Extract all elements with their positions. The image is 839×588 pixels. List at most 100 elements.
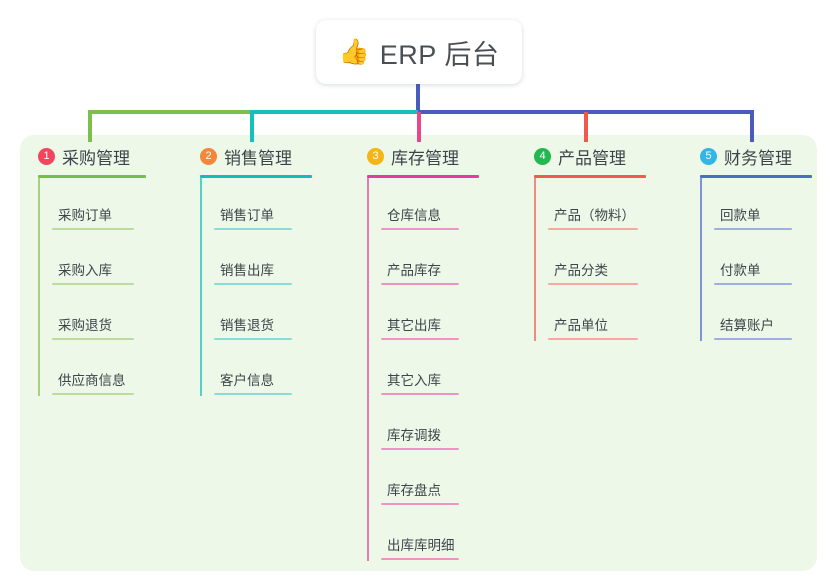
column-item-label: 采购订单 — [58, 208, 112, 223]
column-spine — [367, 178, 369, 561]
column-item[interactable]: 产品库存 — [367, 233, 479, 288]
column-badge-icon: 2 — [200, 147, 217, 165]
column-header-3[interactable]: 3 库存管理 — [367, 144, 479, 168]
column-item-label: 采购入库 — [58, 263, 112, 278]
column-item[interactable]: 产品分类 — [534, 233, 646, 288]
column-badge-icon: 3 — [367, 147, 384, 165]
column-items: 仓库信息产品库存其它出库其它入库库存调拨库存盘点出库库明细 — [367, 178, 479, 563]
column-item-label: 出库库明细 — [387, 538, 455, 553]
column-item-label: 产品（物料） — [554, 208, 635, 223]
column-item-label: 仓库信息 — [387, 208, 441, 223]
column-item-underline — [381, 228, 459, 230]
column-item-underline — [52, 393, 134, 395]
column-item[interactable]: 付款单 — [700, 233, 812, 288]
column-item[interactable]: 采购订单 — [38, 178, 146, 233]
column-1: 1 采购管理采购订单采购入库采购退货供应商信息 — [38, 144, 146, 398]
column-title: 财务管理 — [724, 148, 792, 168]
column-item[interactable]: 结算账户 — [700, 288, 812, 343]
root-node[interactable]: 👍 ERP 后台 — [316, 20, 522, 84]
column-item-underline — [52, 338, 134, 340]
column-item[interactable]: 产品（物料） — [534, 178, 646, 233]
column-items: 采购订单采购入库采购退货供应商信息 — [38, 178, 146, 398]
column-title: 销售管理 — [224, 148, 292, 168]
column-item-underline — [381, 393, 459, 395]
column-item-underline — [714, 228, 792, 230]
column-item-label: 其它出库 — [387, 318, 441, 333]
column-item[interactable]: 其它出库 — [367, 288, 479, 343]
column-item-underline — [714, 283, 792, 285]
root-node-title: ERP 后台 — [379, 39, 500, 70]
column-underline — [200, 175, 312, 178]
column-badge-icon: 1 — [38, 147, 55, 165]
column-item-label: 回款单 — [720, 208, 761, 223]
column-title: 采购管理 — [62, 148, 130, 168]
column-item[interactable]: 供应商信息 — [38, 343, 146, 398]
column-item[interactable]: 销售退货 — [200, 288, 312, 343]
column-item-underline — [52, 283, 134, 285]
column-underline — [38, 175, 146, 178]
column-item[interactable]: 采购退货 — [38, 288, 146, 343]
column-item[interactable]: 客户信息 — [200, 343, 312, 398]
column-item-underline — [381, 338, 459, 340]
column-item-label: 产品分类 — [554, 263, 608, 278]
column-item-label: 产品库存 — [387, 263, 441, 278]
column-underline — [367, 175, 479, 178]
column-item-underline — [714, 338, 792, 340]
column-item-label: 销售订单 — [220, 208, 274, 223]
column-item-label: 库存盘点 — [387, 483, 441, 498]
column-item[interactable]: 出库库明细 — [367, 508, 479, 563]
column-header-2[interactable]: 2 销售管理 — [200, 144, 312, 168]
column-items: 回款单付款单结算账户 — [700, 178, 812, 343]
column-item-underline — [214, 283, 292, 285]
column-item-underline — [214, 393, 292, 395]
column-title: 产品管理 — [558, 148, 626, 168]
column-item[interactable]: 仓库信息 — [367, 178, 479, 233]
column-item-label: 其它入库 — [387, 373, 441, 388]
column-item-label: 客户信息 — [220, 373, 274, 388]
column-spine — [200, 178, 202, 396]
column-item-underline — [52, 228, 134, 230]
column-item[interactable]: 销售出库 — [200, 233, 312, 288]
column-2: 2 销售管理销售订单销售出库销售退货客户信息 — [200, 144, 312, 398]
column-item[interactable]: 采购入库 — [38, 233, 146, 288]
column-items: 销售订单销售出库销售退货客户信息 — [200, 178, 312, 398]
column-item-label: 采购退货 — [58, 318, 112, 333]
column-item[interactable]: 销售订单 — [200, 178, 312, 233]
column-3: 3 库存管理仓库信息产品库存其它出库其它入库库存调拨库存盘点出库库明细 — [367, 144, 479, 563]
root-node-content: 👍 ERP 后台 — [339, 33, 500, 72]
column-item[interactable]: 库存调拨 — [367, 398, 479, 453]
columns-panel — [20, 135, 817, 571]
column-item-label: 供应商信息 — [58, 373, 126, 388]
column-title: 库存管理 — [391, 148, 459, 168]
column-item-underline — [548, 338, 638, 340]
column-item-label: 付款单 — [720, 263, 761, 278]
column-item-underline — [381, 448, 459, 450]
column-item-underline — [548, 283, 638, 285]
column-header-1[interactable]: 1 采购管理 — [38, 144, 146, 168]
column-item-underline — [381, 283, 459, 285]
column-badge-icon: 4 — [534, 147, 551, 165]
column-spine — [38, 178, 40, 396]
column-item-underline — [381, 503, 459, 505]
column-item[interactable]: 产品单位 — [534, 288, 646, 343]
column-items: 产品（物料） 产品分类产品单位 — [534, 178, 646, 343]
column-header-4[interactable]: 4 产品管理 — [534, 144, 646, 168]
column-item[interactable]: 其它入库 — [367, 343, 479, 398]
column-item[interactable]: 回款单 — [700, 178, 812, 233]
column-spine — [700, 178, 702, 341]
column-item-underline — [214, 338, 292, 340]
column-item-label: 销售出库 — [220, 263, 274, 278]
column-item-underline — [381, 558, 459, 560]
column-item-underline — [214, 228, 292, 230]
column-item-label: 产品单位 — [554, 318, 608, 333]
thumbs-up-icon: 👍 — [338, 37, 370, 66]
column-item-label: 销售退货 — [220, 318, 274, 333]
column-item-label: 结算账户 — [720, 318, 774, 333]
column-item-label: 库存调拨 — [387, 428, 441, 443]
column-spine — [534, 178, 536, 341]
column-underline — [534, 175, 646, 178]
column-item[interactable]: 库存盘点 — [367, 453, 479, 508]
